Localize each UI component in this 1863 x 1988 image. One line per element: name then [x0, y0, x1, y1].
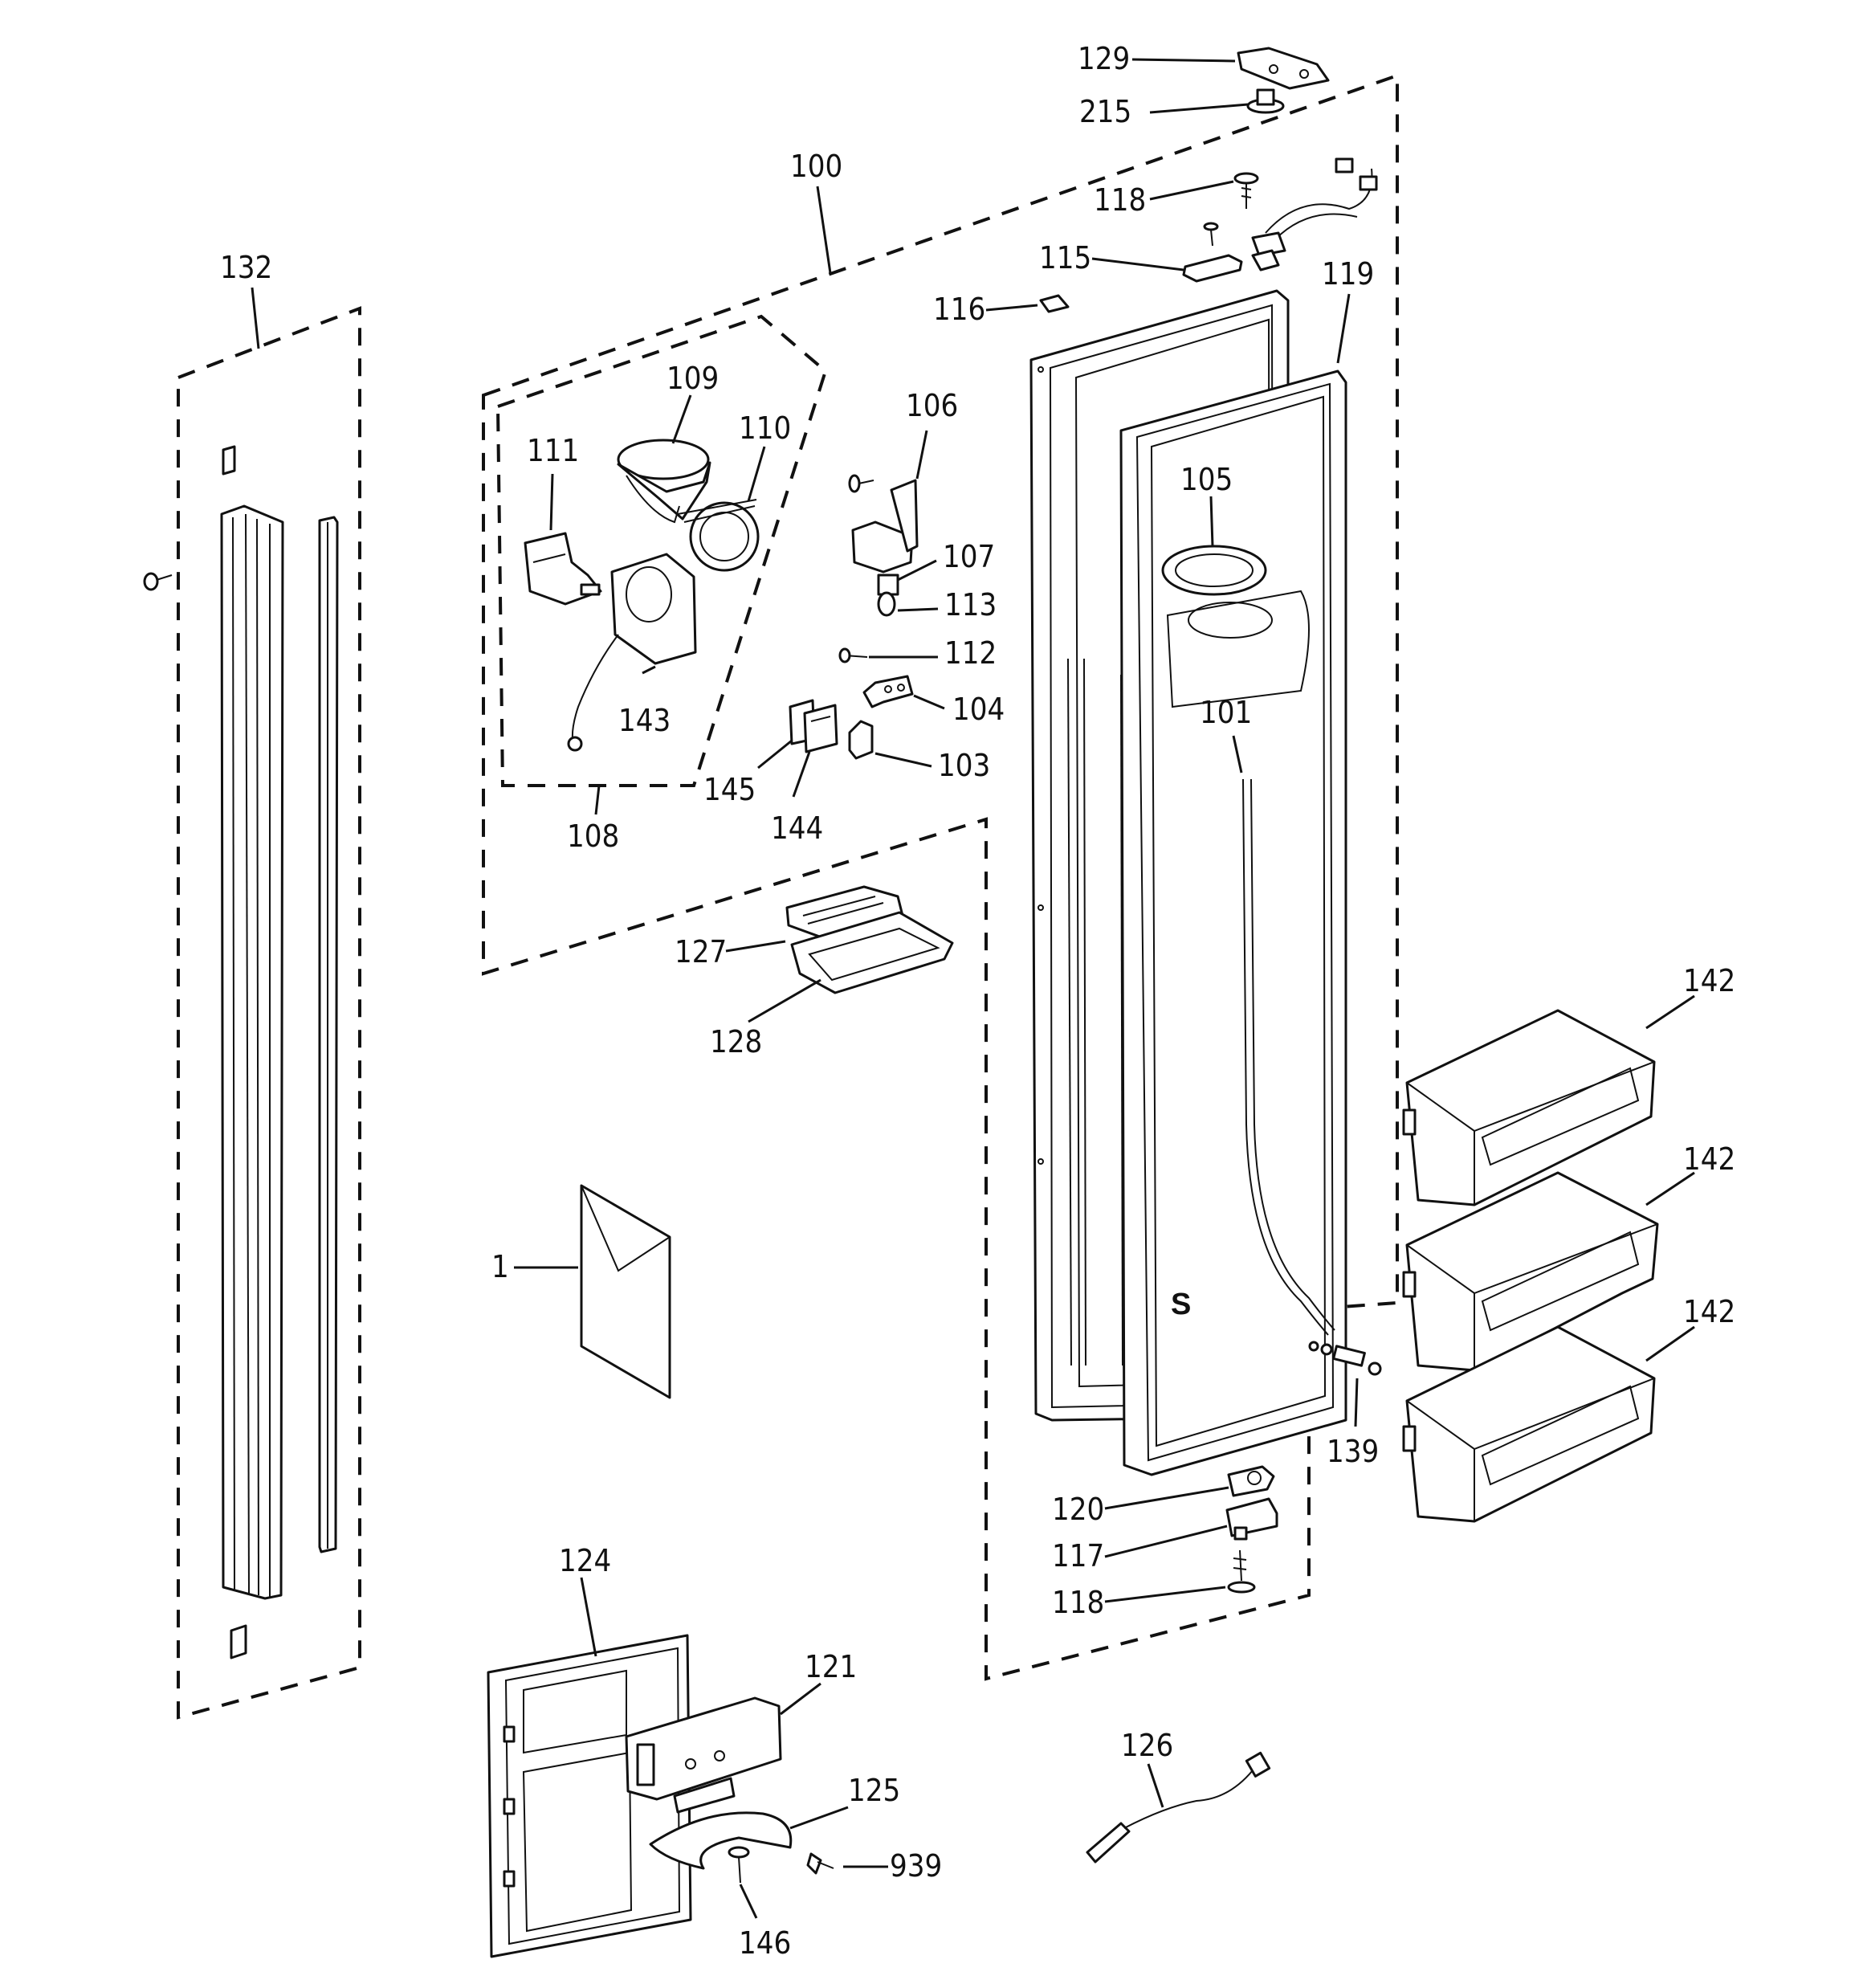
label-112: 112: [944, 635, 997, 671]
label-110: 110: [739, 410, 791, 446]
door-bin-142-middle: [1402, 1171, 1659, 1372]
bracket-111: [524, 532, 602, 606]
cap-116: [1039, 294, 1070, 313]
hinge-plate-top: [1251, 249, 1280, 271]
group-132-boundary: [177, 306, 361, 1720]
label-118-bottom: 118: [1052, 1585, 1104, 1620]
switch-103: [848, 720, 874, 760]
label-109: 109: [667, 361, 719, 396]
label-1: 1: [491, 1249, 509, 1284]
label-939: 939: [890, 1848, 942, 1884]
label-120: 120: [1052, 1492, 1104, 1527]
label-118-top: 118: [1094, 182, 1146, 218]
door-bin-142-top: [1402, 1009, 1656, 1206]
label-103: 103: [938, 748, 990, 783]
screw-118-bottom: [1227, 1549, 1256, 1594]
water-fitting-139: [1308, 1341, 1382, 1376]
door-gasket-119: [1119, 369, 1347, 1476]
label-143: 143: [618, 703, 671, 738]
drip-tray-128: [790, 911, 954, 994]
label-139: 139: [1327, 1434, 1379, 1469]
literature-packet: [580, 1184, 671, 1399]
control-module-121: [625, 1696, 782, 1814]
label-121: 121: [805, 1649, 857, 1684]
hinge-bushing-215: [1246, 88, 1285, 114]
door-trim-group: [143, 445, 339, 1659]
top-hinge-129: [1237, 47, 1330, 90]
screw-939: [806, 1852, 834, 1875]
label-105: 105: [1180, 462, 1233, 497]
switch-145: [789, 699, 838, 753]
dispenser-chute-105: [1161, 545, 1310, 708]
screw-small-top: [1203, 222, 1219, 247]
label-126: 126: [1121, 1728, 1173, 1763]
screw-118-top: [1233, 172, 1259, 209]
bottom-hinge-bracket-117: [1225, 1497, 1278, 1541]
bottom-hinge-120: [1227, 1465, 1275, 1497]
label-124: 124: [559, 1543, 611, 1578]
housing-143: [567, 553, 697, 752]
label-132: 132: [220, 250, 272, 285]
label-107: 107: [943, 539, 995, 574]
label-129: 129: [1078, 41, 1130, 76]
label-142-top: 142: [1683, 963, 1735, 998]
wire-harness: [1251, 157, 1378, 257]
dispenser-panel-124: [487, 1634, 692, 1958]
dispenser-funnel-109: [617, 439, 711, 524]
label-100: 100: [790, 149, 842, 184]
screw-icon: [143, 572, 173, 591]
group-100-boundary: [482, 73, 1399, 1681]
label-108: 108: [567, 818, 619, 854]
label-116: 116: [933, 292, 985, 327]
label-144: 144: [771, 810, 823, 846]
light-bulb-113: [877, 574, 899, 617]
label-125: 125: [848, 1773, 900, 1808]
label-127: 127: [675, 934, 727, 970]
label-104: 104: [952, 692, 1005, 727]
label-115: 115: [1039, 240, 1091, 276]
group-108-boundary: [495, 314, 828, 787]
label-117: 117: [1052, 1538, 1104, 1574]
recess-cover-125: [649, 1811, 793, 1870]
water-tube-101: [1242, 778, 1335, 1336]
label-113: 113: [944, 587, 997, 623]
door-bin-142-bottom: [1402, 1325, 1656, 1523]
screw-146: [728, 1846, 750, 1884]
screw-112: [838, 647, 868, 663]
label-106: 106: [906, 388, 958, 423]
label-215: 215: [1079, 94, 1131, 129]
label-146: 146: [739, 1925, 791, 1961]
wire-126: [1086, 1751, 1271, 1863]
auger-motor-110: [677, 499, 760, 572]
label-101: 101: [1200, 695, 1252, 730]
leader-lines: [251, 58, 1695, 1919]
label-142-middle: 142: [1683, 1141, 1735, 1177]
label-142-bottom: 142: [1683, 1294, 1735, 1329]
door-liner-text: S: [1171, 1288, 1191, 1321]
label-111: 111: [527, 433, 579, 468]
label-119: 119: [1322, 256, 1374, 292]
switch-bracket-104: [862, 675, 914, 708]
callout-labels: 129 215 118 115 116 119 100 132 109 110 …: [220, 41, 1735, 1961]
hinge-cover-115: [1182, 254, 1243, 283]
light-socket-106: [848, 474, 919, 574]
label-145: 145: [703, 772, 756, 807]
label-128: 128: [710, 1024, 762, 1059]
